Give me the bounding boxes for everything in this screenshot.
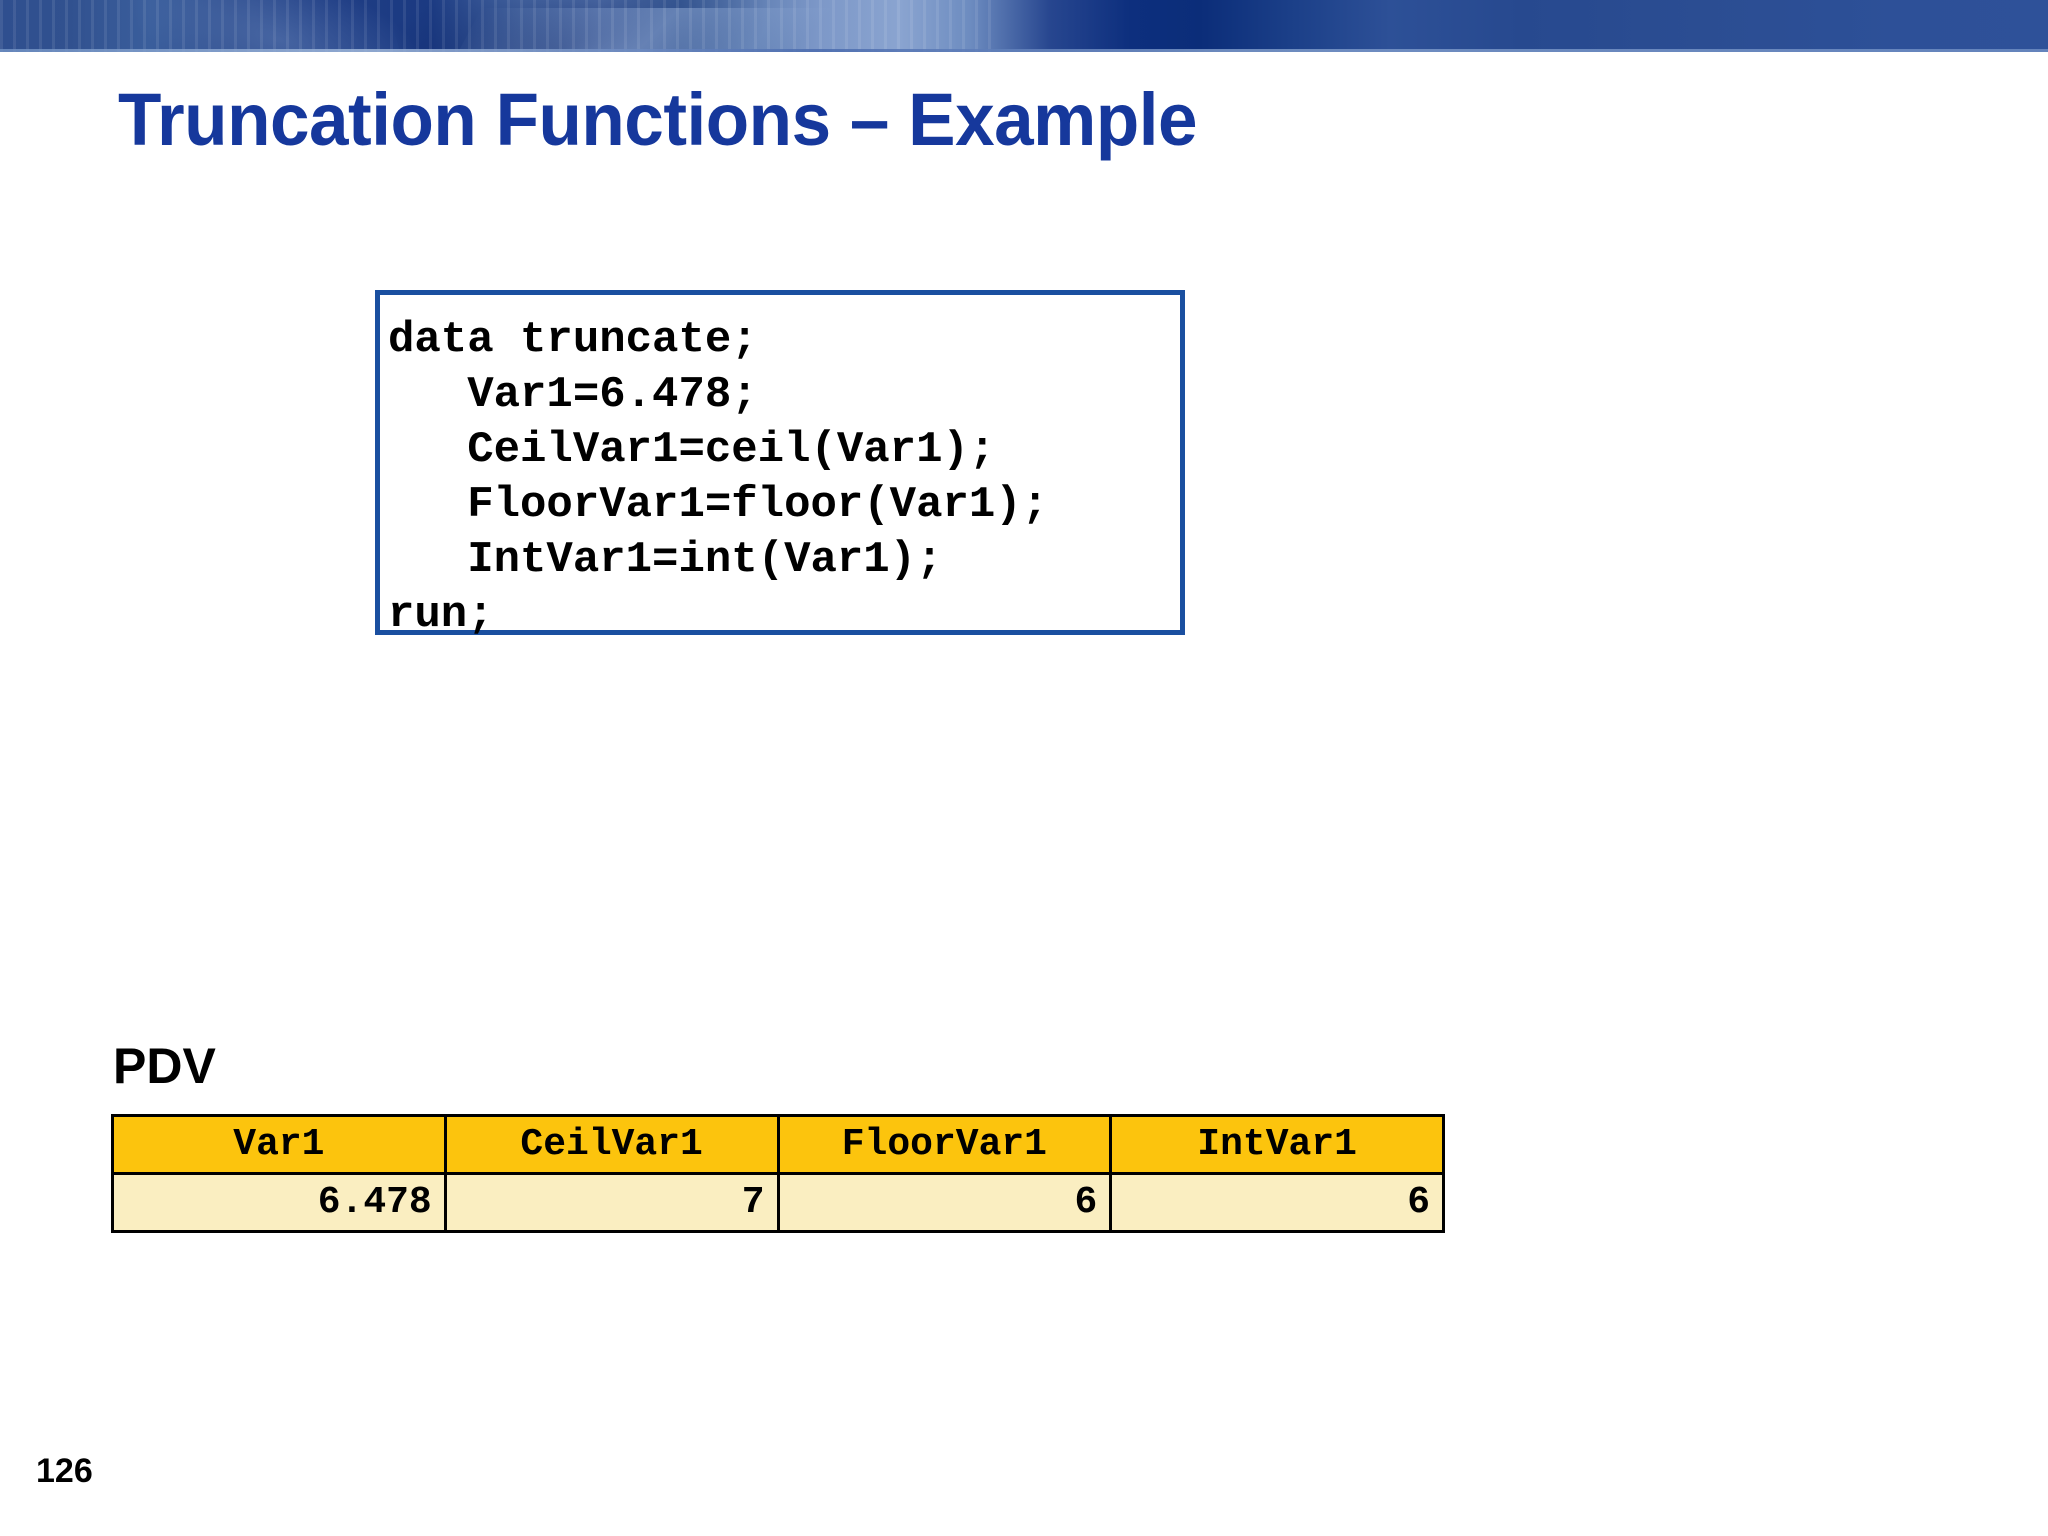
cell-ceilvar1: 7 [443,1172,780,1233]
column-header-ceilvar1: CeilVar1 [443,1114,780,1175]
column-header-floorvar1: FloorVar1 [776,1114,1113,1175]
cell-var1: 6.478 [111,1172,447,1233]
page-number: 126 [36,1452,93,1490]
pdv-section-label: PDV [113,1038,216,1094]
banner-gradient [0,0,2048,52]
pdv-table: Var1 CeilVar1 FloorVar1 IntVar1 6.478 7 … [111,1114,1445,1233]
code-example-box: data truncate; Var1=6.478; CeilVar1=ceil… [375,290,1185,640]
cell-floorvar1: 6 [776,1172,1113,1233]
header-banner [0,0,2048,52]
column-header-intvar1: IntVar1 [1109,1114,1445,1175]
cell-intvar1: 6 [1109,1172,1445,1233]
page-title: Truncation Functions – Example [118,78,1198,161]
banner-stripe-texture [0,0,1000,52]
banner-bottom-hairline [0,49,2048,52]
pdv-table-container: Var1 CeilVar1 FloorVar1 IntVar1 6.478 7 … [111,1114,1445,1233]
table-row: 6.478 7 6 6 [111,1172,1445,1233]
column-header-var1: Var1 [111,1114,447,1175]
code-block-text: data truncate; Var1=6.478; CeilVar1=ceil… [388,315,1049,640]
table-header-row: Var1 CeilVar1 FloorVar1 IntVar1 [111,1114,1445,1175]
